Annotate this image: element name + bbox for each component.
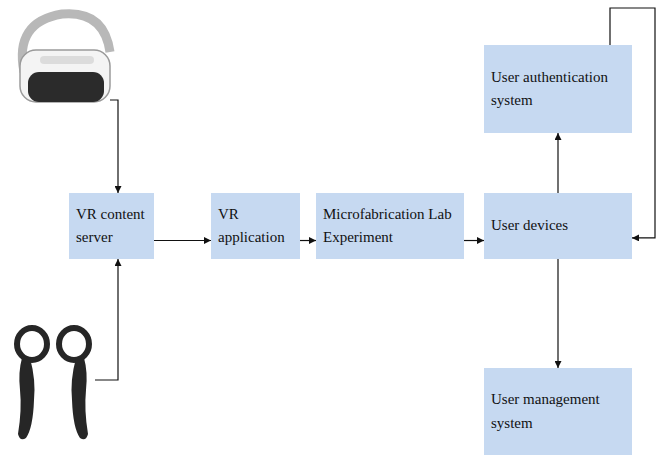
flow-arrow (557, 259, 558, 368)
flow-arrow (557, 133, 558, 193)
vr-controllers (17, 328, 89, 439)
controller-handle (72, 358, 89, 439)
process-box: User devices (484, 193, 632, 259)
box-label: User management system (491, 388, 625, 435)
headset-visor (28, 72, 104, 102)
flow-arrow (300, 240, 316, 241)
box-label: User devices (491, 214, 625, 237)
device-lead-line (110, 100, 118, 193)
controller-ring (59, 328, 89, 360)
process-box: Microfabrication Lab Experiment (316, 193, 464, 259)
box-label: User authentication system (491, 66, 625, 113)
box-label: VR content server (76, 203, 147, 250)
headset-highlight (40, 56, 94, 64)
vr-headset (20, 14, 110, 102)
controller-ring (17, 328, 47, 360)
box-label: Microfabrication Lab Experiment (323, 203, 457, 250)
process-box: User management system (484, 368, 632, 455)
flow-arrow (464, 240, 484, 241)
controller-handle (18, 358, 35, 439)
box-label: VR application (218, 203, 293, 250)
headset-body (20, 50, 110, 102)
process-box: VR content server (69, 193, 154, 259)
device-lead-line (95, 259, 118, 380)
process-box: User authentication system (484, 45, 632, 133)
process-box: VR application (211, 193, 300, 259)
flow-arrow (154, 240, 211, 241)
